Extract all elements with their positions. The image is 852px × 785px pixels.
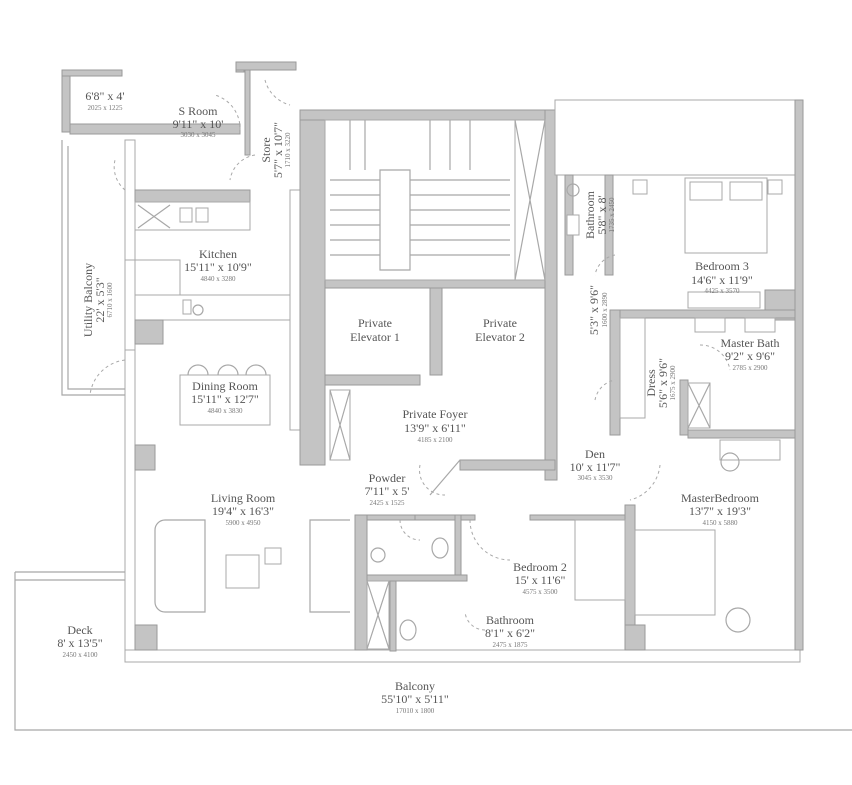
svg-text:Powder: Powder [369, 471, 406, 485]
svg-text:4425 x 3570: 4425 x 3570 [705, 287, 741, 295]
room-label-closet: 5'3" x 9'6"1600 x 2890 [587, 285, 609, 335]
svg-text:4575 x 3500: 4575 x 3500 [523, 588, 559, 596]
svg-text:2785 x 2900: 2785 x 2900 [733, 364, 769, 372]
svg-text:7'11" x 5': 7'11" x 5' [365, 484, 410, 498]
svg-text:Balcony: Balcony [395, 679, 435, 693]
svg-text:Private: Private [358, 316, 392, 330]
svg-text:5'6" x 9'6": 5'6" x 9'6" [656, 358, 670, 408]
room-label-wc-small: 6'8" x 4'2025 x 1225 [85, 89, 124, 112]
svg-text:1710 x 3220: 1710 x 3220 [284, 132, 292, 168]
svg-text:Elevator 1: Elevator 1 [350, 330, 400, 344]
svg-text:Dress: Dress [644, 369, 658, 397]
svg-text:4840 x 3280: 4840 x 3280 [201, 275, 237, 283]
svg-text:2450 x 4100: 2450 x 4100 [63, 651, 99, 659]
svg-text:13'9" x 6'11": 13'9" x 6'11" [404, 421, 466, 435]
svg-text:5'8" x 8': 5'8" x 8' [595, 195, 609, 234]
svg-text:3030 x 3045: 3030 x 3045 [181, 131, 217, 139]
svg-text:Utility Balcony: Utility Balcony [81, 263, 95, 337]
svg-text:15'11" x 10'9": 15'11" x 10'9" [184, 260, 252, 274]
svg-text:5'3" x 9'6": 5'3" x 9'6" [587, 285, 601, 335]
svg-text:14'6" x 11'9": 14'6" x 11'9" [691, 273, 753, 287]
svg-text:2475 x 1875: 2475 x 1875 [493, 641, 529, 649]
svg-text:15'11" x 12'7": 15'11" x 12'7" [191, 392, 259, 406]
svg-text:4185 x 2100: 4185 x 2100 [418, 436, 454, 444]
door-swings [89, 79, 731, 631]
svg-text:Dining Room: Dining Room [192, 379, 258, 393]
svg-text:9'2" x 9'6": 9'2" x 9'6" [725, 349, 775, 363]
room-label-bedroom-2: Bedroom 215' x 11'6"4575 x 3500 [513, 560, 567, 596]
svg-text:Deck: Deck [67, 623, 92, 637]
svg-text:10' x 11'7": 10' x 11'7" [570, 460, 621, 474]
svg-text:Bathroom: Bathroom [486, 613, 535, 627]
svg-text:Store: Store [259, 137, 273, 162]
svg-text:Bedroom 3: Bedroom 3 [695, 259, 749, 273]
svg-text:5900 x 4950: 5900 x 4950 [226, 519, 262, 527]
room-label-bedroom-3: Bedroom 314'6" x 11'9"4425 x 3570 [691, 259, 753, 295]
svg-text:1675 x 2900: 1675 x 2900 [669, 365, 677, 401]
svg-text:1600 x 2890: 1600 x 2890 [601, 292, 609, 328]
svg-text:19'4" x 16'3": 19'4" x 16'3" [212, 504, 274, 518]
svg-text:2425 x 1525: 2425 x 1525 [370, 499, 406, 507]
svg-text:6710 x 1600: 6710 x 1600 [106, 282, 114, 318]
balcony-outline [14, 571, 852, 731]
furniture [137, 177, 783, 650]
svg-text:9'11" x 10': 9'11" x 10' [173, 117, 224, 131]
svg-text:Master Bath: Master Bath [721, 336, 780, 350]
svg-text:Bedroom 2: Bedroom 2 [513, 560, 567, 574]
svg-text:3045 x 3530: 3045 x 3530 [578, 474, 614, 482]
svg-text:Kitchen: Kitchen [199, 247, 237, 261]
svg-text:55'10" x 5'11": 55'10" x 5'11" [381, 692, 449, 706]
svg-text:6'8" x 4': 6'8" x 4' [85, 89, 124, 103]
svg-text:4150 x 5880: 4150 x 5880 [703, 519, 739, 527]
svg-text:4840 x 3830: 4840 x 3830 [208, 407, 244, 415]
svg-text:Elevator 2: Elevator 2 [475, 330, 525, 344]
svg-text:15' x 11'6": 15' x 11'6" [515, 573, 566, 587]
svg-text:Den: Den [585, 447, 605, 461]
staircase [324, 119, 546, 281]
svg-text:8'1" x 6'2": 8'1" x 6'2" [485, 626, 535, 640]
svg-text:5'7" x 10'7": 5'7" x 10'7" [271, 122, 285, 178]
svg-text:Living Room: Living Room [211, 491, 276, 505]
svg-text:S Room: S Room [178, 104, 218, 118]
svg-text:Private Foyer: Private Foyer [403, 407, 468, 421]
walls [61, 61, 804, 652]
svg-text:17010 x 1800: 17010 x 1800 [396, 707, 435, 715]
svg-text:Private: Private [483, 316, 517, 330]
svg-text:13'7" x 19'3": 13'7" x 19'3" [689, 504, 751, 518]
svg-text:2025 x 1225: 2025 x 1225 [88, 104, 124, 112]
svg-text:MasterBedroom: MasterBedroom [681, 491, 760, 505]
utility-balcony-outline [61, 140, 125, 396]
svg-text:22' x 5'3": 22' x 5'3" [93, 277, 107, 322]
svg-text:Bathroom: Bathroom [583, 190, 597, 239]
svg-text:8' x 13'5": 8' x 13'5" [57, 636, 102, 650]
svg-text:1735 x 2450: 1735 x 2450 [608, 197, 616, 233]
